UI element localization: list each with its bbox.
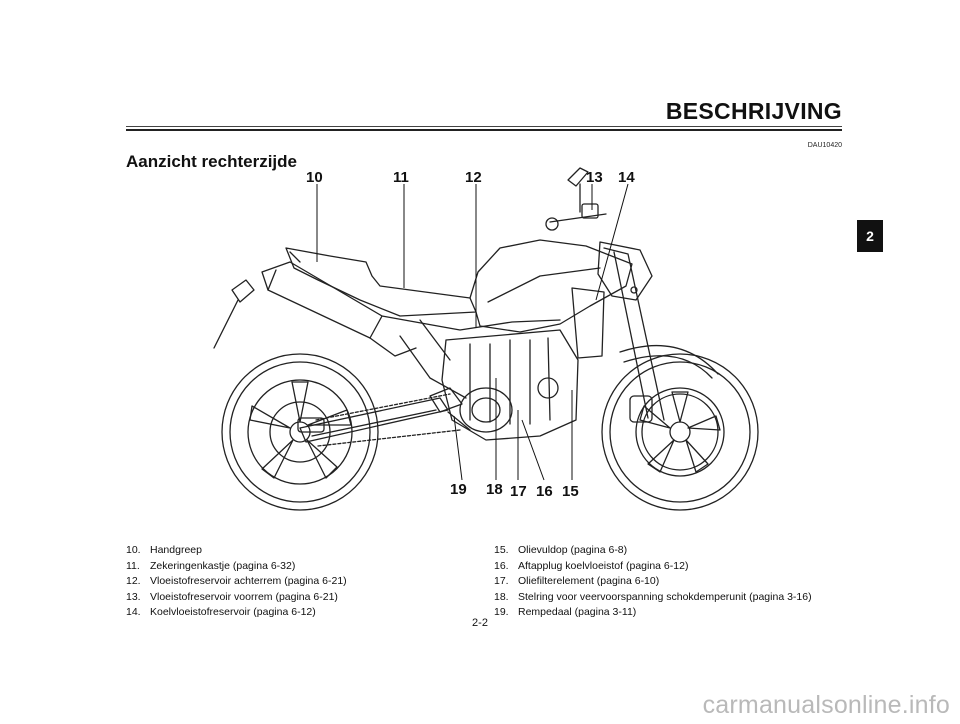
legend-text: Vloeistofreservoir voorrem (pagina 6-21) [150, 590, 338, 603]
legend-number: 18. [494, 590, 509, 603]
legend-text: Handgreep [150, 544, 202, 556]
callout-11: 11 [393, 169, 409, 186]
legend-number: 15. [494, 544, 509, 556]
page-header-title: BESCHRIJVING [665, 98, 842, 124]
callout-13: 13 [586, 169, 603, 186]
watermark: carmanualsonline.info [702, 691, 950, 719]
legend-text: Stelring voor veervoorspanning schokdemp… [518, 590, 812, 603]
legend-text: Aftapplug koelvloeistof (pagina 6-12) [518, 559, 689, 572]
header-rule-thin [126, 126, 842, 127]
legend-right: 15. Olievuldop (pagina 6-8) 16. Aftapplug … [494, 543, 812, 621]
legend-number: 13. [126, 590, 141, 603]
legend-item: 14. Koelvloeistofreservoir (pagina 6-12) [126, 605, 347, 621]
callout-12: 12 [465, 169, 482, 186]
header-rule-thick [126, 129, 842, 131]
legend-text: Oliefilterelement (pagina 6-10) [518, 575, 660, 587]
callout-14: 14 [618, 169, 635, 186]
legend-text: Zekeringenkastje (pagina 6-32) [150, 559, 296, 572]
callout-18: 18 [486, 481, 503, 498]
callout-15: 15 [562, 483, 579, 500]
legend-item: 15. Olievuldop (pagina 6-8) [494, 543, 812, 559]
legend-number: 11. [126, 559, 140, 572]
callout-16: 16 [536, 483, 553, 500]
legend-item: 13. Vloeistofreservoir voorrem (pagina 6-… [126, 590, 347, 606]
legend-number: 10. [126, 544, 141, 556]
legend-text: Olievuldop (pagina 6-8) [518, 544, 628, 556]
legend-number: 17. [494, 575, 509, 587]
page-number: 2-2 [472, 617, 488, 629]
legend-item: 18. Stelring voor veervoorspanning schokd… [494, 590, 812, 606]
front-wheel [601, 353, 759, 511]
legend-item: 10. Handgreep [126, 543, 347, 559]
legend-text: Vloeistofreservoir achterrem (pagina 6-2… [150, 575, 347, 587]
callout-10: 10 [306, 169, 323, 186]
legend-item: 11. Zekeringenkastje (pagina 6-32) [126, 559, 347, 575]
legend-number: 16. [494, 559, 509, 572]
legend-item: 19. Rempedaal (pagina 3-11) [494, 605, 812, 621]
chapter-tab[interactable]: 2 [857, 220, 883, 252]
legend-text: Koelvloeistofreservoir (pagina 6-12) [150, 606, 316, 618]
callout-19: 19 [450, 481, 467, 498]
legend-left: 10. Handgreep 11. Zekeringenkastje (pagina… [126, 543, 347, 621]
legend-item: 16. Aftapplug koelvloeistof (pagina 6-12) [494, 559, 812, 575]
legend-item: 12. Vloeistofreservoir achterrem (pagina … [126, 574, 347, 590]
legend-text: Rempedaal (pagina 3-11) [518, 606, 637, 618]
legend-number: 19. [494, 606, 509, 618]
section-title: Aanzicht rechterzijde [126, 152, 297, 171]
callout-17: 17 [510, 483, 527, 500]
legend-number: 14. [126, 606, 141, 618]
document-code: DAU10420 [807, 142, 842, 149]
legend-number: 12. [126, 575, 141, 587]
legend-item: 17. Oliefilterelement (pagina 6-10) [494, 574, 812, 590]
